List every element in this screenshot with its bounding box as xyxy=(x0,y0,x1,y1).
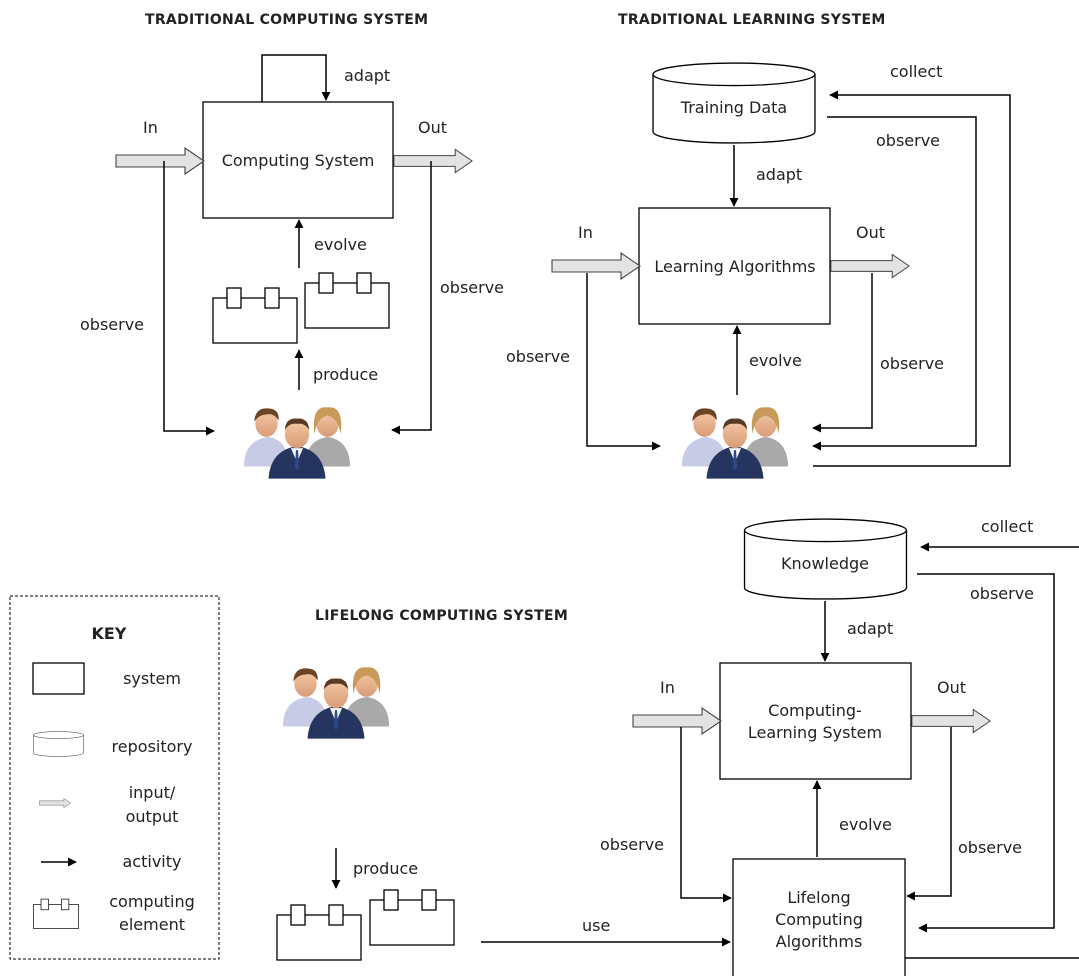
observe-right-arrow xyxy=(391,161,432,435)
key-activity-label: activity xyxy=(123,852,182,871)
adapt-label: adapt xyxy=(756,165,802,184)
traditional-computing-title: TRADITIONAL COMPUTING SYSTEM xyxy=(145,12,428,28)
lifelong-algorithms-label-line1: Lifelong xyxy=(787,888,850,907)
observe-repo-arrow xyxy=(917,573,1055,933)
out-label: Out xyxy=(937,678,966,697)
in-label: In xyxy=(578,223,593,242)
produce-label: produce xyxy=(313,365,378,384)
traditional-computing-panel: TRADITIONAL COMPUTING SYSTEM Computing S… xyxy=(80,12,504,479)
output-arrow-icon xyxy=(830,253,910,279)
input-arrow-icon xyxy=(115,147,205,175)
input-arrow-icon xyxy=(551,252,641,280)
io-arrow-icon xyxy=(39,797,71,809)
computing-element-icon xyxy=(276,904,362,961)
use-label: use xyxy=(582,916,610,935)
lifelong-computing-panel: LIFELONG COMPUTING SYSTEM Knowledge coll… xyxy=(276,517,1079,976)
in-label: In xyxy=(143,118,158,137)
observe-repo-label: observe xyxy=(876,131,940,150)
out-label: Out xyxy=(418,118,447,137)
people-group-icon xyxy=(283,667,389,739)
observe-right-label: observe xyxy=(440,278,504,297)
collect-label: collect xyxy=(890,62,942,81)
adapt-loop-arrow xyxy=(261,54,331,102)
traditional-learning-title: TRADITIONAL LEARNING SYSTEM xyxy=(618,12,886,28)
key-legend: KEY system repository input/ output acti… xyxy=(9,595,220,960)
collect-arrow xyxy=(813,90,1011,467)
observe-right-label: observe xyxy=(880,354,944,373)
adapt-label: adapt xyxy=(847,619,893,638)
observe-left-label: observe xyxy=(80,315,144,334)
key-io-label-line2: output xyxy=(126,807,179,826)
learning-algorithms-box xyxy=(638,207,831,325)
key-system-label: system xyxy=(123,669,181,688)
key-element-label-line2: element xyxy=(119,915,185,934)
observe-left-label: observe xyxy=(600,835,664,854)
adapt-label: adapt xyxy=(344,66,390,85)
training-data-label: Training Data xyxy=(680,98,787,117)
evolve-label: evolve xyxy=(839,815,892,834)
evolve-label: evolve xyxy=(314,235,367,254)
knowledge-label: Knowledge xyxy=(781,554,869,573)
computing-element-icon xyxy=(212,287,298,344)
key-repository-label: repository xyxy=(112,737,193,756)
produce-label: produce xyxy=(353,859,418,878)
observe-right-arrow xyxy=(812,273,873,433)
computing-element-icon xyxy=(369,889,455,946)
observe-right-arrow xyxy=(906,727,952,901)
collect-label: collect xyxy=(981,517,1033,536)
computing-system-label: Computing System xyxy=(222,151,375,170)
observe-left-label: observe xyxy=(506,347,570,366)
observe-right-label: observe xyxy=(958,838,1022,857)
key-element-label-line1: computing xyxy=(109,892,194,911)
out-label: Out xyxy=(856,223,885,242)
observe-left-arrow xyxy=(586,273,661,451)
in-label: In xyxy=(660,678,675,697)
output-arrow-icon xyxy=(393,148,473,174)
learning-algorithms-label: Learning Algorithms xyxy=(654,257,815,276)
evolve-label: evolve xyxy=(749,351,802,370)
repository-icon xyxy=(33,731,84,757)
lifelong-algorithms-box xyxy=(732,858,906,976)
computing-learning-system-box xyxy=(719,662,912,780)
observe-repo-label: observe xyxy=(970,584,1034,603)
people-group-icon xyxy=(244,407,350,479)
people-group-icon xyxy=(682,407,788,479)
observe-repo-arrow xyxy=(812,116,977,451)
observe-left-arrow xyxy=(680,727,732,903)
observe-left-arrow xyxy=(163,161,215,436)
lifelong-algorithms-label-line3: Algorithms xyxy=(776,932,863,951)
key-title: KEY xyxy=(92,624,127,643)
computing-system-box xyxy=(202,101,394,219)
computing-learning-label-line1: Computing- xyxy=(768,701,862,720)
computing-element-icon xyxy=(33,898,79,929)
traditional-learning-panel: TRADITIONAL LEARNING SYSTEM Training Dat… xyxy=(506,12,1011,479)
computing-element-icon xyxy=(304,272,390,329)
input-arrow-icon xyxy=(632,707,722,735)
lifelong-algorithms-label-line2: Computing xyxy=(775,910,863,929)
lifelong-computing-title: LIFELONG COMPUTING SYSTEM xyxy=(315,608,568,624)
key-io-label-line1: input/ xyxy=(129,783,176,802)
key-border xyxy=(9,595,220,960)
key-system-icon xyxy=(32,662,85,695)
computing-learning-label-line2: Learning System xyxy=(748,723,882,742)
